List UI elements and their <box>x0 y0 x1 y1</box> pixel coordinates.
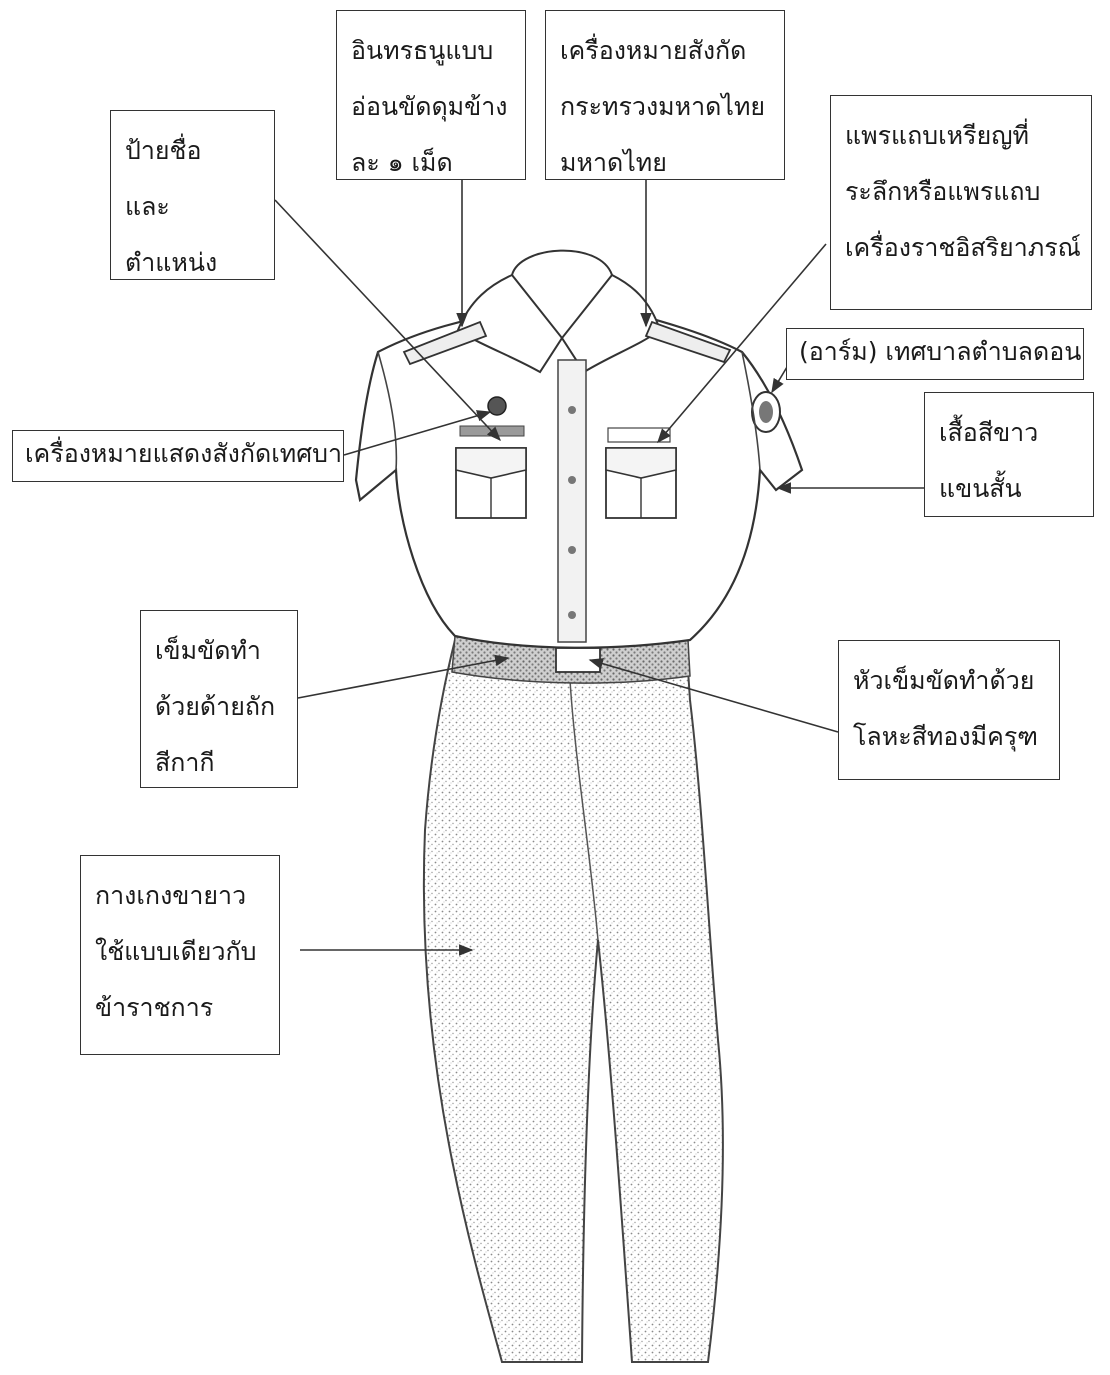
label-buckle: หัวเข็มขัดทำด้วย โลหะสีทองมีครุฑ <box>838 640 1060 780</box>
leader-ribbon-bar <box>657 243 827 444</box>
leader-municipal-badge <box>343 410 492 456</box>
label-white-shirt: เสื้อสีขาว แขนสั้น <box>924 392 1094 517</box>
label-line: เสื้อสีขาว <box>939 418 1039 447</box>
label-collar-insignia: เครื่องหมายสังกัด กระทรวงมหาดไทย มหาดไทย <box>545 10 785 180</box>
label-line: ข้าราชการ <box>95 993 214 1022</box>
label-arm-patch: (อาร์ม) เทศบาลตำบลดอนตรอ <box>786 328 1084 380</box>
label-trousers: กางเกงขายาว ใช้แบบเดียวกับ ข้าราชการ <box>80 855 280 1055</box>
label-name-tag: ป้ายชื่อ และ ตำแหน่ง <box>110 110 275 280</box>
label-line: เครื่องหมายแสดงสังกัดเทศบาล <box>25 439 344 468</box>
label-line: โลหะสีทองมีครุฑ <box>853 722 1038 751</box>
label-line: มหาดไทย <box>560 148 667 177</box>
label-line: เครื่องหมายสังกัด <box>560 36 747 65</box>
label-line: กระทรวงมหาดไทย <box>560 92 766 121</box>
leader-lines <box>274 180 924 956</box>
leader-buckle <box>588 658 839 733</box>
label-line: ใช้แบบเดียวกับ <box>95 937 257 966</box>
label-line: หัวเข็มขัดทำด้วย <box>853 666 1035 695</box>
label-line: (อาร์ม) เทศบาลตำบลดอนตรอ <box>799 337 1083 366</box>
trousers <box>422 639 724 1363</box>
label-epaulette: อินทรธนูแบบ อ่อนขัดดุมข้าง ละ ๑ เม็ด <box>336 10 526 180</box>
label-line: ป้ายชื่อ <box>125 136 202 165</box>
label-line: อ่อนขัดดุมข้าง <box>351 92 508 121</box>
label-line: สีกากี <box>155 748 215 777</box>
shirt-drawing <box>354 249 804 649</box>
label-line: ละ ๑ เม็ด <box>351 148 453 177</box>
leader-belt <box>297 654 510 699</box>
label-line: แขนสั้น <box>939 474 1022 503</box>
label-municipal-badge: เครื่องหมายแสดงสังกัดเทศบาล <box>12 430 344 482</box>
label-line: ระลึกหรือแพรแถบ <box>845 177 1041 206</box>
label-ribbon-bar: แพรแถบเหรียญที่ ระลึกหรือแพรแถบ เครื่องร… <box>830 95 1092 310</box>
label-line: และ <box>125 192 170 221</box>
leader-name-tag <box>274 199 501 442</box>
label-line: แพรแถบเหรียญที่ <box>845 121 1030 150</box>
label-line: เครื่องราชอิสริยาภรณ์ <box>845 233 1081 262</box>
label-line: กางเกงขายาว <box>95 881 247 910</box>
label-belt: เข็มขัดทำ ด้วยด้ายถัก สีกากี <box>140 610 298 788</box>
label-line: ด้วยด้ายถัก <box>155 692 276 721</box>
label-line: อินทรธนูแบบ <box>351 36 494 65</box>
label-line: เข็มขัดทำ <box>155 636 261 665</box>
label-line: ตำแหน่ง <box>125 248 218 277</box>
